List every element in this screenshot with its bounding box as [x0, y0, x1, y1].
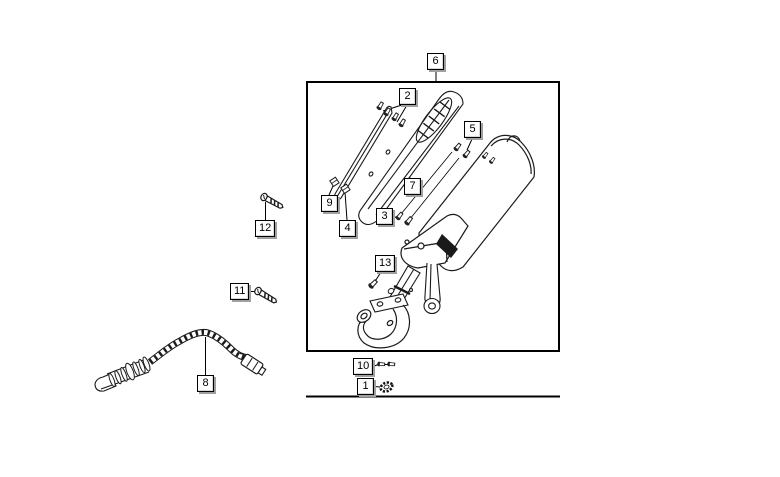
part-label-11[interactable]: 11: [230, 283, 250, 300]
screw-11: [252, 285, 280, 307]
exhaust-header-bend: [356, 304, 411, 349]
part-label-9[interactable]: 9: [321, 195, 338, 212]
part-label-1[interactable]: 1: [357, 378, 374, 395]
part-label-12[interactable]: 12: [255, 220, 276, 237]
part-label-3[interactable]: 3: [376, 208, 393, 225]
part-label-10[interactable]: 10: [353, 358, 374, 375]
part-label-5[interactable]: 5: [464, 121, 481, 138]
muffler-end-tab: [506, 135, 521, 143]
heat-shield-louvers: [417, 101, 451, 139]
part-label-6[interactable]: 6: [427, 53, 444, 70]
screw-12: [258, 191, 286, 212]
front-cap-dark-stripe: [436, 234, 458, 258]
bolt-13: [366, 278, 395, 295]
mounting-bracket-bushing: [423, 262, 441, 315]
sensor-cable: [147, 328, 249, 365]
sensor-connector: [239, 352, 267, 377]
part-label-2[interactable]: 2: [399, 88, 416, 105]
part-label-7[interactable]: 7: [404, 178, 421, 195]
oxygen-sensor: [94, 328, 267, 392]
part-label-13[interactable]: 13: [375, 255, 396, 272]
part-label-8[interactable]: 8: [197, 375, 214, 392]
muffler-front-cap: [400, 213, 469, 269]
gasket-1: [379, 381, 394, 393]
exhaust-flange: [369, 293, 409, 313]
heat-shield: [358, 90, 464, 226]
part-label-4[interactable]: 4: [339, 220, 356, 237]
